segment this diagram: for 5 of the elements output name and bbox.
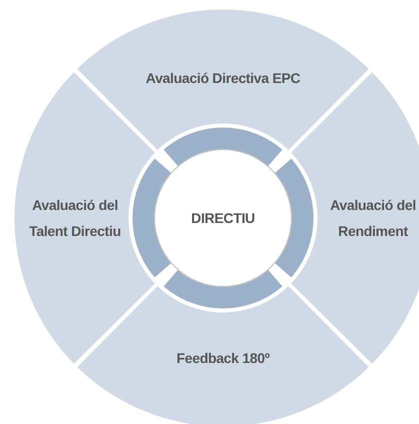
segment-label: Avaluació del Talent Directiu xyxy=(28,196,122,241)
segment-label: Feedback 180º xyxy=(176,349,270,368)
center-label: DIRECTIU xyxy=(191,209,255,228)
segment-label: Avaluació Directiva EPC xyxy=(146,69,300,88)
segment-label: Avaluació del Rendiment xyxy=(329,196,417,241)
